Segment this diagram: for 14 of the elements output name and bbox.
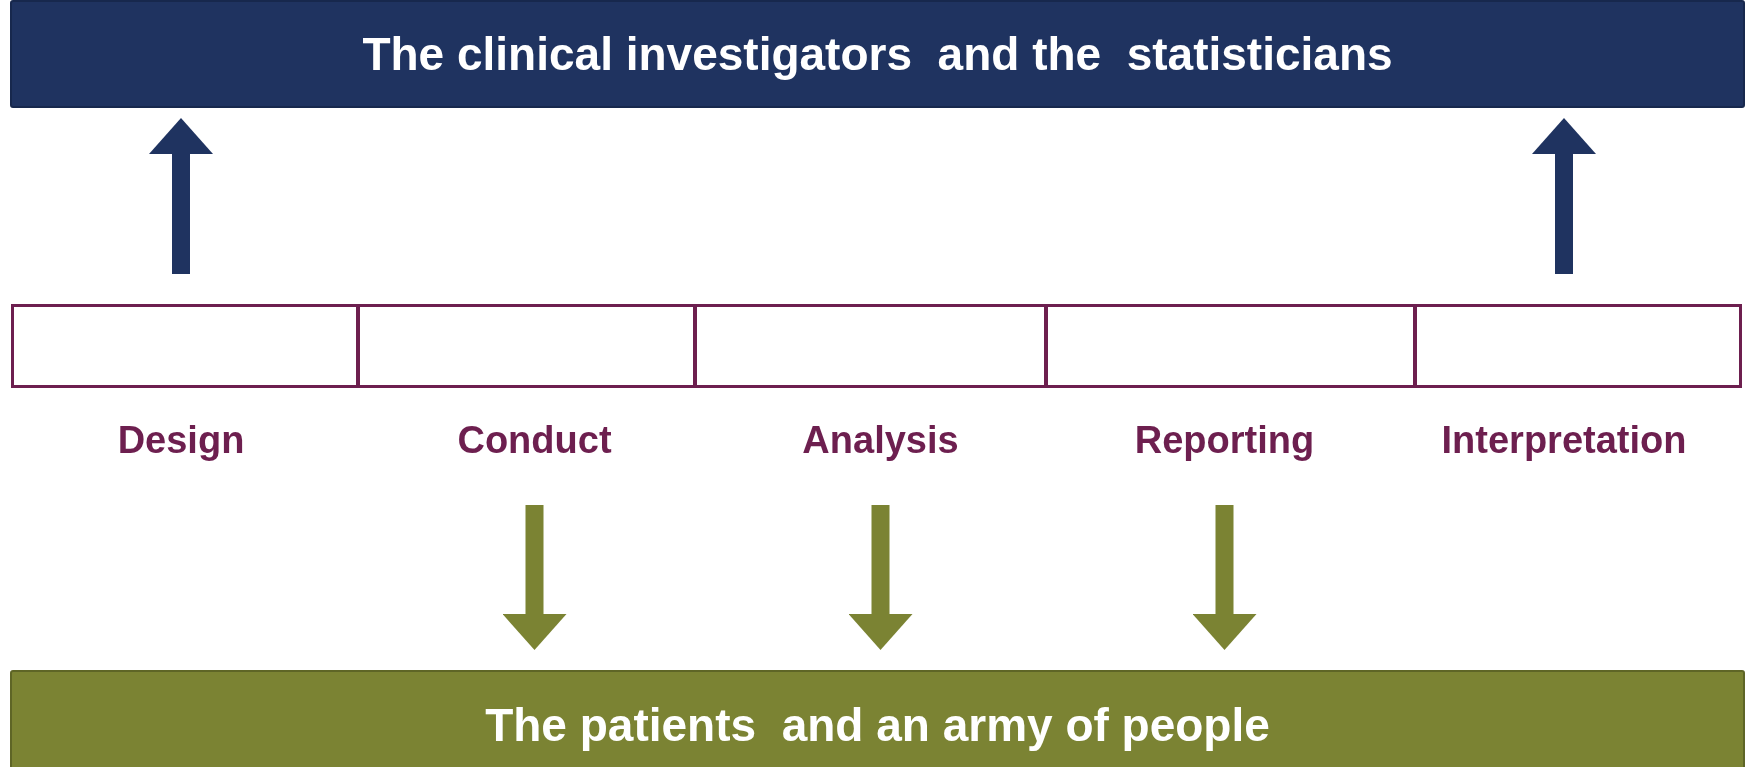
band-title: The patients and an army of people (485, 698, 1270, 752)
stage-label: Reporting (1134, 419, 1315, 462)
band-title: The clinical investigators and the statisticians (362, 27, 1393, 81)
block-arrow (502, 505, 567, 650)
footer-band (10, 670, 1745, 767)
stage-label: Design (117, 419, 245, 462)
block-arrow (1192, 505, 1257, 650)
stage-label: Analysis (802, 419, 959, 462)
block-arrow (1532, 118, 1596, 274)
stage-label: Interpretation (1441, 419, 1687, 462)
header-band (10, 0, 1745, 108)
stage-label: Conduct (457, 419, 612, 462)
block-arrow (149, 118, 213, 274)
block-arrow (848, 505, 913, 650)
